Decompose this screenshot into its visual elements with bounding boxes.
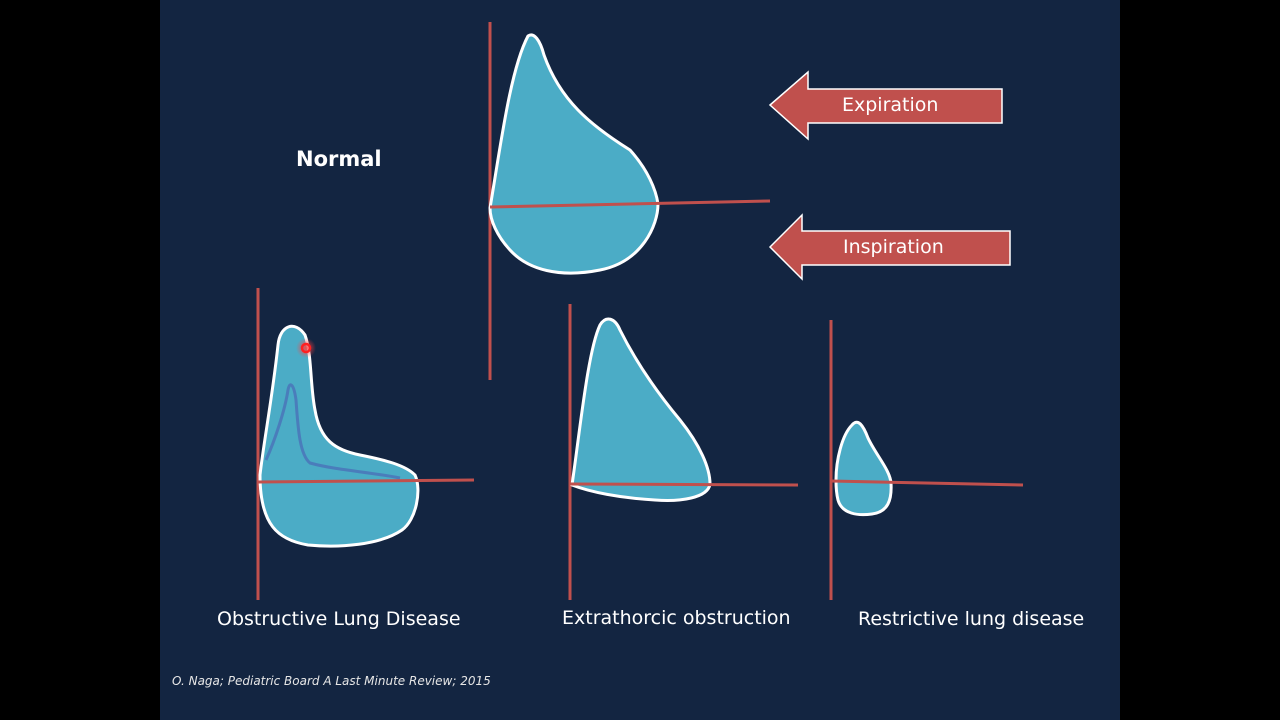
inspiration-label: Inspiration <box>843 236 944 258</box>
extrathoracic-loop <box>568 304 799 600</box>
normal-title: Normal <box>296 147 382 171</box>
normal-horizontal-axis <box>489 199 771 209</box>
extrathoracic-caption: Extrathorcic obstruction <box>562 607 791 629</box>
expiration-label: Expiration <box>842 94 939 116</box>
restrictive-horizontal-axis <box>830 479 1024 487</box>
normal-loop-shape <box>488 33 660 275</box>
obstructive-overlay-curve <box>264 383 401 480</box>
restrictive-loop-shape <box>834 420 893 517</box>
restrictive-loop <box>829 320 1024 600</box>
pointer-glow <box>296 338 316 358</box>
flow-volume-diagram <box>256 22 1024 600</box>
extrathoracic-loop-shape <box>570 317 712 502</box>
obstructive-caption: Obstructive Lung Disease <box>217 608 461 630</box>
pointer-dot <box>300 342 312 354</box>
inspiration-arrow <box>768 213 1011 281</box>
slide: Normal Expiration Inspiration Obstructiv… <box>160 0 1120 720</box>
expiration-arrow <box>768 70 1003 141</box>
extrathoracic-horizontal-axis <box>569 482 799 487</box>
obstructive-loop-shape <box>258 324 420 548</box>
obstructive-loop <box>256 288 475 600</box>
obstructive-horizontal-axis <box>257 478 475 484</box>
restrictive-caption: Restrictive lung disease <box>858 608 1085 630</box>
citation: O. Naga; Pediatric Board A Last Minute R… <box>172 674 491 688</box>
normal-loop <box>488 22 771 380</box>
